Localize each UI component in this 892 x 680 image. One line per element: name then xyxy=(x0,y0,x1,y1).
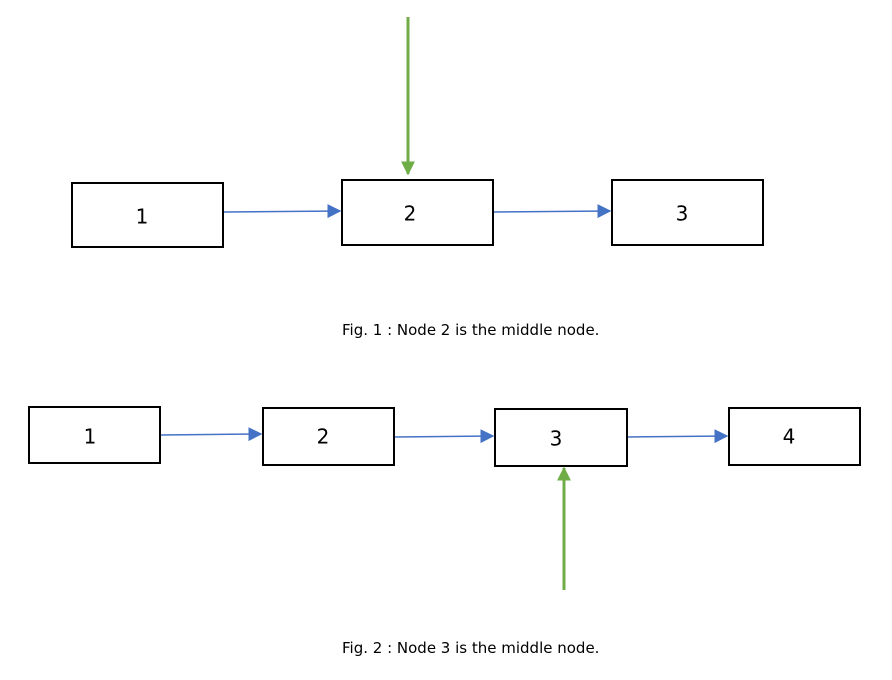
link-arrow xyxy=(160,427,263,442)
figure-1-caption: Fig. 1 : Node 2 is the middle node. xyxy=(342,321,600,339)
list-node-3: 3 xyxy=(611,179,764,246)
node-label: 4 xyxy=(783,425,796,449)
figure-1: 1 2 3 xyxy=(71,17,764,248)
list-node-2: 2 xyxy=(341,179,494,246)
link-arrow xyxy=(394,429,495,444)
node-label: 1 xyxy=(84,425,97,449)
link-arrow xyxy=(493,204,612,219)
figure-2: 1 2 3 4 xyxy=(28,406,861,590)
list-node-1: 1 xyxy=(71,182,224,248)
list-node-2: 2 xyxy=(262,407,395,466)
node-label: 2 xyxy=(317,425,330,449)
link-arrow xyxy=(627,429,729,444)
list-node-1: 1 xyxy=(28,406,161,464)
list-node-4: 4 xyxy=(728,407,861,466)
node-label: 3 xyxy=(550,427,563,451)
node-label: 2 xyxy=(404,202,417,226)
node-label: 3 xyxy=(676,202,689,226)
figure-2-caption: Fig. 2 : Node 3 is the middle node. xyxy=(342,639,600,657)
list-node-3: 3 xyxy=(494,408,628,467)
link-arrow xyxy=(223,204,342,219)
node-label: 1 xyxy=(136,205,149,229)
